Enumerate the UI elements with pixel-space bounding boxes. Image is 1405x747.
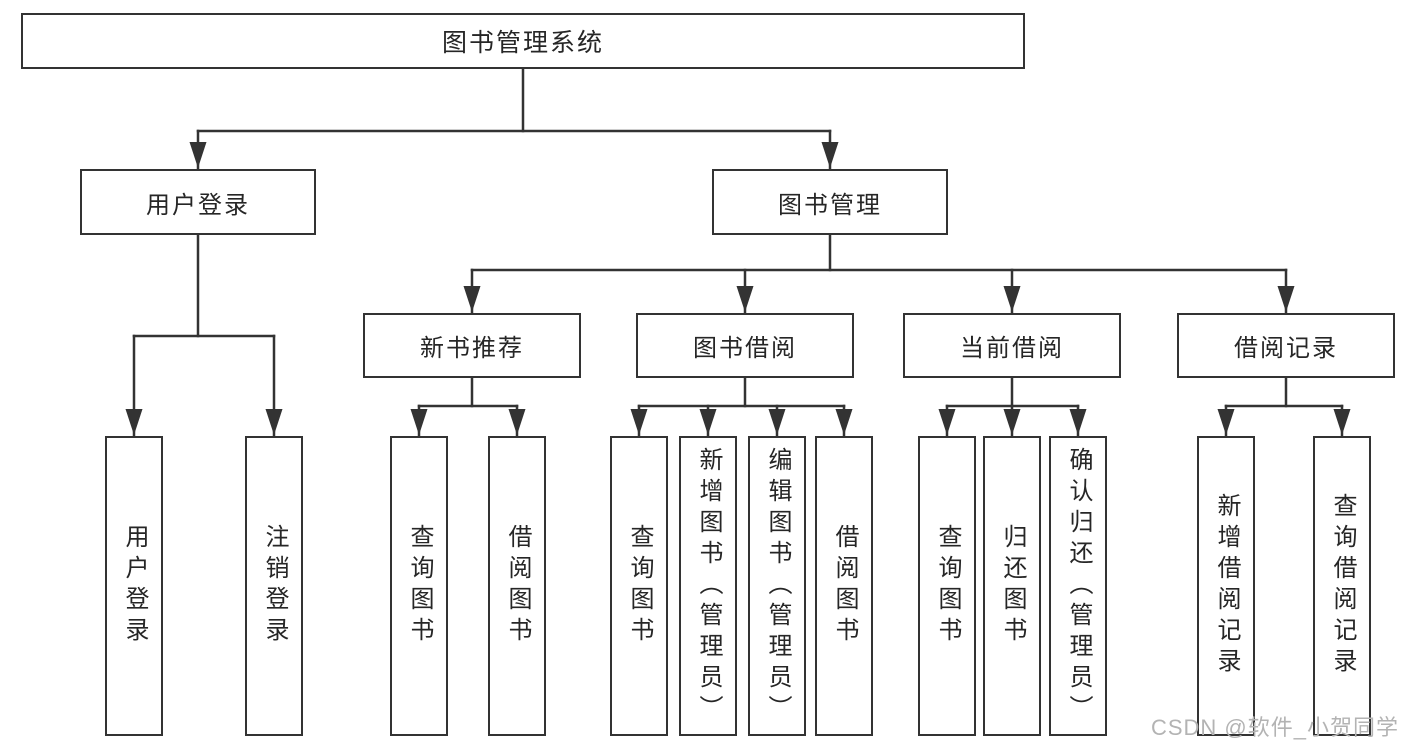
leaf-edit-book-admin: 编辑图书（管理员） bbox=[748, 436, 806, 736]
leaf-confirm-return-admin: 确认归还（管理员） bbox=[1049, 436, 1107, 736]
leaf-borrow-books-borrow: 借阅图书 bbox=[815, 436, 873, 736]
node-book-borrow: 图书借阅 bbox=[636, 313, 854, 378]
leaf-query-books-current: 查询图书 bbox=[918, 436, 976, 736]
node-book-borrow-label: 图书借阅 bbox=[693, 335, 797, 362]
node-new-book-recommend: 新书推荐 bbox=[363, 313, 581, 378]
node-root: 图书管理系统 bbox=[21, 13, 1025, 69]
leaf-return-book: 归还图书 bbox=[983, 436, 1041, 736]
node-root-label: 图书管理系统 bbox=[441, 29, 604, 57]
leaf-add-book-admin: 新增图书（管理员） bbox=[679, 436, 737, 736]
node-book-management-label: 图书管理 bbox=[778, 191, 882, 219]
leaf-logout: 注销登录 bbox=[245, 436, 303, 736]
leaf-query-borrow-record: 查询借阅记录 bbox=[1313, 436, 1371, 736]
node-borrow-records: 借阅记录 bbox=[1177, 313, 1395, 378]
node-user-login: 用户登录 bbox=[80, 169, 316, 235]
leaf-user-login: 用户登录 bbox=[105, 436, 163, 736]
node-current-borrow: 当前借阅 bbox=[903, 313, 1121, 378]
node-user-login-label: 用户登录 bbox=[146, 191, 250, 219]
node-borrow-records-label: 借阅记录 bbox=[1234, 335, 1338, 362]
leaf-query-books-borrow: 查询图书 bbox=[610, 436, 668, 736]
node-current-borrow-label: 当前借阅 bbox=[960, 335, 1064, 362]
leaf-borrow-books-recommend: 借阅图书 bbox=[488, 436, 546, 736]
node-new-book-recommend-label: 新书推荐 bbox=[420, 335, 524, 362]
node-book-management: 图书管理 bbox=[712, 169, 948, 235]
leaf-query-books-recommend: 查询图书 bbox=[390, 436, 448, 736]
leaf-add-borrow-record: 新增借阅记录 bbox=[1197, 436, 1255, 736]
csdn-watermark: CSDN @软件_小贺同学 bbox=[1150, 715, 1399, 740]
